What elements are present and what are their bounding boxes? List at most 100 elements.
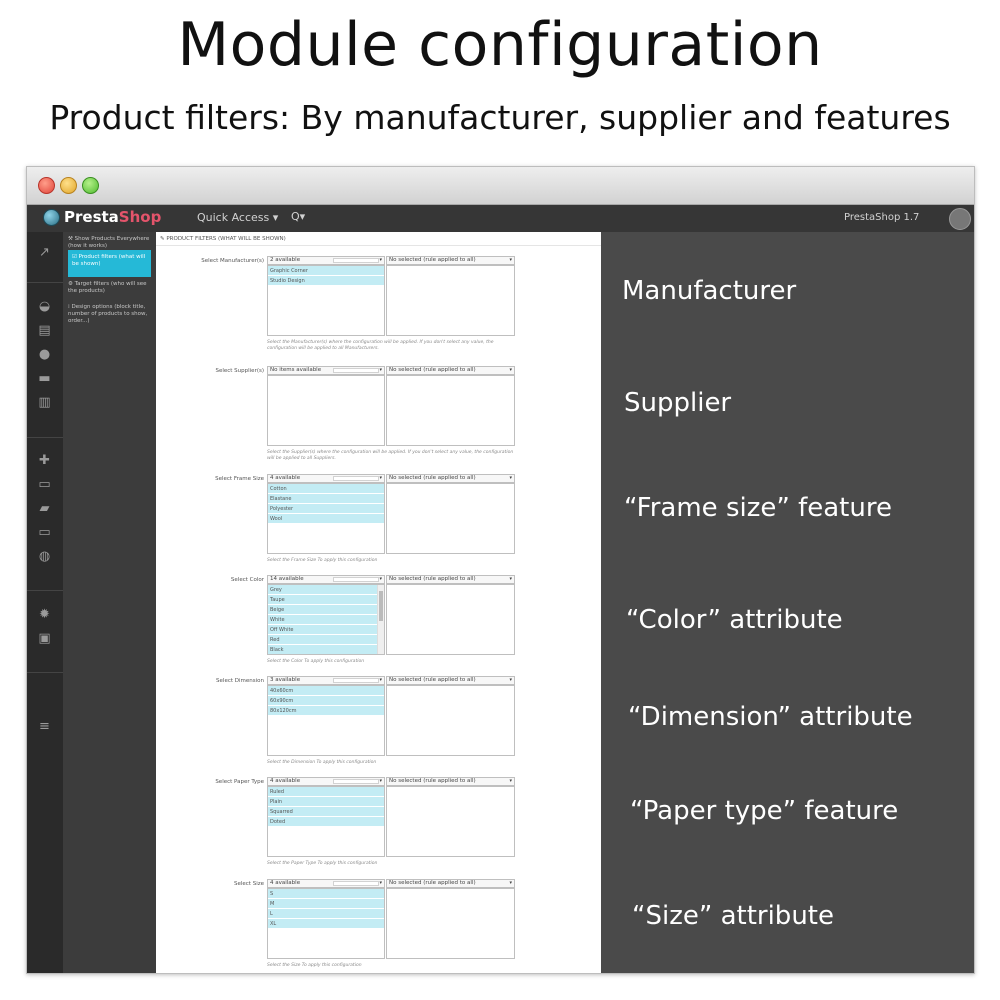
list-item[interactable]: Beige xyxy=(268,605,384,615)
minimize-window-button[interactable] xyxy=(60,177,77,194)
list-item[interactable]: Squarred xyxy=(268,807,384,817)
list-item[interactable]: Red xyxy=(268,635,384,645)
stats-icon[interactable]: ▥ xyxy=(38,395,51,410)
list-item[interactable]: Ruled xyxy=(268,787,384,797)
selected-status-label: No selected (rule applied to all) xyxy=(389,257,476,263)
available-values-select[interactable]: 2 available▾ xyxy=(267,256,385,265)
chevron-down-icon: ▾ xyxy=(509,576,512,582)
available-values-select[interactable]: 3 available▾ xyxy=(267,676,385,685)
puzzle-icon[interactable]: ✚ xyxy=(39,453,50,468)
filter-search-input[interactable] xyxy=(333,881,379,886)
list-item[interactable]: White xyxy=(268,615,384,625)
list-item[interactable]: Graphic Corner xyxy=(268,266,384,276)
filter-search-input[interactable] xyxy=(333,368,379,373)
chevron-down-icon: ▾ xyxy=(379,677,382,683)
chat-icon[interactable]: ▬ xyxy=(38,371,51,386)
basket-icon[interactable]: ◒ xyxy=(38,299,51,314)
selected-values-list[interactable] xyxy=(386,483,515,554)
filter-label: Select Color xyxy=(230,577,264,583)
annotation-color: “Color” attribute xyxy=(626,605,843,635)
selected-values-select[interactable]: No selected (rule applied to all)▾ xyxy=(386,777,515,786)
monitor-icon[interactable]: ▭ xyxy=(38,477,51,492)
list-item[interactable]: Grey xyxy=(268,585,384,595)
filter-help-text: Select the Dimension To apply this confi… xyxy=(267,760,377,765)
truck-icon[interactable]: ▰ xyxy=(39,501,50,516)
filter-search-input[interactable] xyxy=(333,779,379,784)
prestashop-logo[interactable]: PrestaShop xyxy=(43,208,161,226)
sidebar-divider xyxy=(27,282,63,283)
list-item[interactable]: 80x120cm xyxy=(268,706,384,716)
list-item[interactable]: L xyxy=(268,909,384,919)
available-values-select[interactable]: No items available▾ xyxy=(267,366,385,375)
tab-show-products-everywhere[interactable]: ⚒ Show Products Everywhere (how it works… xyxy=(68,236,150,249)
selected-status-label: No selected (rule applied to all) xyxy=(389,880,476,886)
list-item[interactable]: Polyester xyxy=(268,504,384,514)
list-item[interactable]: Off White xyxy=(268,625,384,635)
list-item[interactable]: 40x60cm xyxy=(268,686,384,696)
trend-icon[interactable]: ↗ xyxy=(39,245,50,260)
selected-values-list[interactable] xyxy=(386,685,515,756)
user-icon[interactable]: ● xyxy=(38,347,51,362)
list-item[interactable]: S xyxy=(268,889,384,899)
card-icon[interactable]: ▭ xyxy=(38,525,51,540)
selected-values-select[interactable]: No selected (rule applied to all)▾ xyxy=(386,474,515,483)
filter-search-input[interactable] xyxy=(333,476,379,481)
filter-search-input[interactable] xyxy=(333,258,379,263)
list-scrollbar[interactable] xyxy=(377,585,384,654)
list-item[interactable]: Studio Design xyxy=(268,276,384,286)
tab-product-filters[interactable]: ☑ Product filters (what will be shown) xyxy=(68,250,151,277)
gear-icon[interactable]: ✹ xyxy=(39,607,50,622)
close-window-button[interactable] xyxy=(38,177,55,194)
filter-search-input[interactable] xyxy=(333,678,379,683)
globe-icon[interactable]: ◍ xyxy=(38,549,51,564)
list-item[interactable]: Black xyxy=(268,645,384,654)
module-tabs: ⚒ Show Products Everywhere (how it works… xyxy=(63,232,156,973)
chevron-down-icon: ▾ xyxy=(509,257,512,263)
selected-values-list[interactable] xyxy=(386,584,515,655)
selected-values-select[interactable]: No selected (rule applied to all)▾ xyxy=(386,366,515,375)
search-button[interactable]: Q▾ xyxy=(291,210,306,223)
available-values-select[interactable]: 14 available▾ xyxy=(267,575,385,584)
menu-icon[interactable]: ≡ xyxy=(39,719,50,734)
list-item[interactable]: Plain xyxy=(268,797,384,807)
list-item[interactable]: Cotton xyxy=(268,484,384,494)
avatar[interactable] xyxy=(949,208,971,230)
tab-target-filters[interactable]: ⚙ Target filters (who will see the produ… xyxy=(68,281,147,294)
list-item[interactable]: Elastane xyxy=(268,494,384,504)
window-titlebar xyxy=(27,167,974,205)
list-item[interactable]: M xyxy=(268,899,384,909)
list-item[interactable]: XL xyxy=(268,919,384,929)
available-values-list[interactable] xyxy=(267,375,385,446)
chevron-down-icon: ▾ xyxy=(379,367,382,373)
list-item[interactable]: Doted xyxy=(268,817,384,827)
scrollbar-thumb[interactable] xyxy=(379,591,383,621)
tab-design-options[interactable]: ⁞ Design options (block title, number of… xyxy=(68,304,148,324)
selected-values-select[interactable]: No selected (rule applied to all)▾ xyxy=(386,879,515,888)
selected-values-list[interactable] xyxy=(386,888,515,959)
maximize-window-button[interactable] xyxy=(82,177,99,194)
filter-search-input[interactable] xyxy=(333,577,379,582)
selected-values-select[interactable]: No selected (rule applied to all)▾ xyxy=(386,676,515,685)
selected-values-list[interactable] xyxy=(386,265,515,336)
selected-values-list[interactable] xyxy=(386,786,515,857)
list-item[interactable]: Wool xyxy=(268,514,384,524)
gear-box-icon[interactable]: ▣ xyxy=(38,631,51,646)
list-item[interactable]: 60x90cm xyxy=(268,696,384,706)
available-values-select[interactable]: 4 available▾ xyxy=(267,879,385,888)
quick-access-menu[interactable]: Quick Access ▾ xyxy=(197,211,279,224)
list-item[interactable]: Taupe xyxy=(268,595,384,605)
selected-values-select[interactable]: No selected (rule applied to all) ▾ xyxy=(386,256,515,265)
store-icon[interactable]: ▤ xyxy=(38,323,51,338)
available-values-select[interactable]: 4 available▾ xyxy=(267,777,385,786)
available-values-select[interactable]: 4 available▾ xyxy=(267,474,385,483)
selected-values-list[interactable] xyxy=(386,375,515,446)
annotation-frame-size: “Frame size” feature xyxy=(624,493,892,523)
logo-text-presta: Presta xyxy=(64,208,119,226)
selected-values-select[interactable]: No selected (rule applied to all)▾ xyxy=(386,575,515,584)
